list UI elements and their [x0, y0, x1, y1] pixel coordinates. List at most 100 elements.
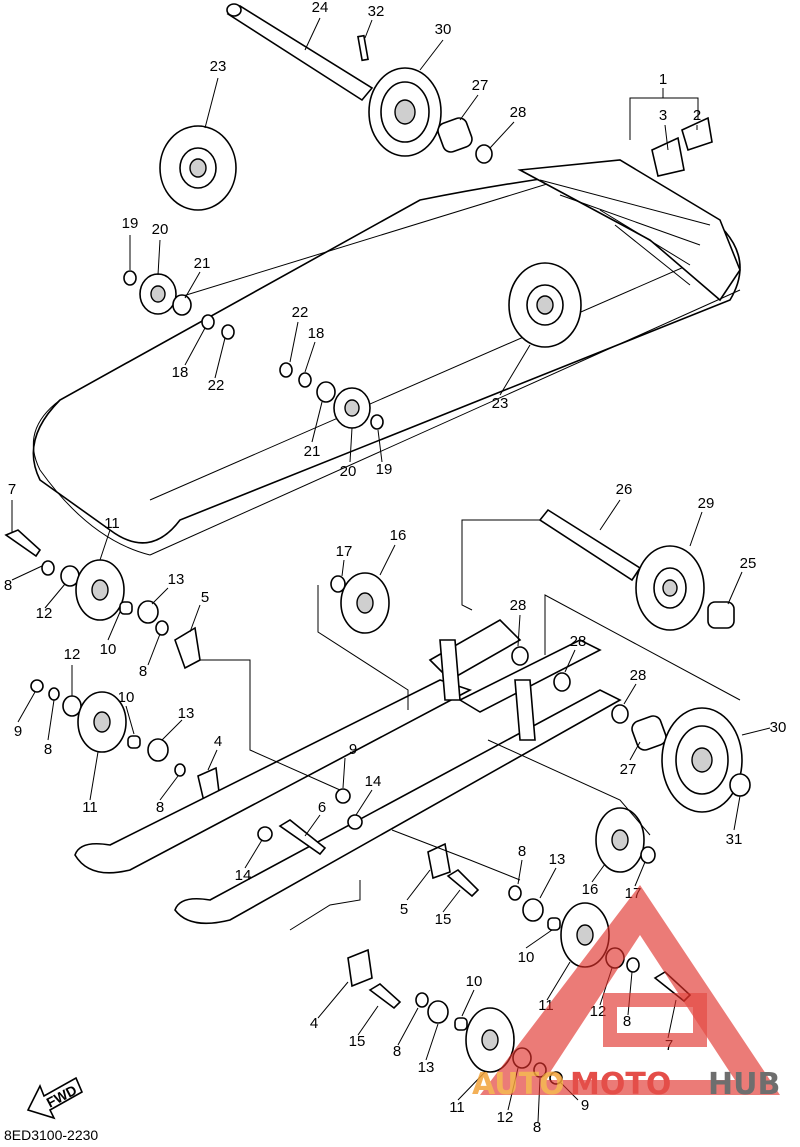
callout-9: 9: [349, 741, 357, 758]
callout-10: 10: [118, 689, 135, 706]
callout-22: 22: [208, 377, 225, 394]
callout-14: 14: [365, 773, 382, 790]
part-nut-14-right: [347, 814, 363, 830]
callout-8: 8: [4, 577, 12, 594]
callout-8: 8: [533, 1119, 541, 1136]
part-washer-8-left-mid: [155, 620, 169, 636]
part-wheel-16-right: [595, 807, 645, 873]
part-wheel-11-left-low: [77, 691, 127, 753]
callout-10: 10: [518, 949, 535, 966]
part-collar-13-lower: [427, 1000, 449, 1024]
part-collar-25: [707, 601, 735, 629]
watermark-text-hub: HUB: [708, 1067, 780, 1102]
callout-7: 7: [8, 481, 16, 498]
callout-23: 23: [210, 58, 227, 75]
callout-27: 27: [620, 761, 637, 778]
part-washer-19-center: [370, 414, 384, 430]
callout-3: 3: [659, 107, 667, 124]
callout-30: 30: [770, 719, 787, 736]
callout-11: 11: [449, 1099, 465, 1116]
callout-23: 23: [492, 395, 509, 412]
part-washer-17-left: [330, 575, 346, 593]
callout-13: 13: [178, 705, 195, 722]
callout-22: 22: [292, 304, 309, 321]
callout-labels: 1 2 3 4 4 5 5 6 7 7 8 8 8 8 8 8 8 8 9 9 …: [4, 0, 787, 1136]
part-pin-32: [357, 34, 369, 62]
part-nut-9-left: [30, 679, 44, 693]
callout-20: 20: [152, 221, 169, 238]
callout-5: 5: [201, 589, 209, 606]
callout-8: 8: [156, 799, 164, 816]
callout-8: 8: [139, 663, 147, 680]
part-bracket-4-center: [347, 948, 373, 988]
part-wheel-30-low: [661, 707, 743, 813]
part-nut-9-center: [335, 788, 351, 804]
part-bolt-15-lower: [368, 983, 402, 1010]
part-wheel-30-top: [368, 67, 442, 157]
part-wheel-11-lower: [465, 1007, 515, 1073]
callout-8: 8: [623, 1013, 631, 1030]
part-clip-2: [681, 116, 713, 152]
part-nut-14-left: [257, 826, 273, 842]
callout-2: 2: [693, 107, 701, 124]
part-wheel-16-left: [340, 572, 390, 634]
diagram-code: 8ED3100-2230: [4, 1127, 98, 1143]
part-bracket-5-center: [427, 842, 451, 880]
part-washer-18-left: [201, 314, 215, 330]
callout-8: 8: [393, 1043, 401, 1060]
callout-28: 28: [510, 597, 527, 614]
callout-12: 12: [497, 1109, 514, 1126]
part-washer-28-a: [511, 646, 529, 666]
callout-16: 16: [582, 881, 599, 898]
callout-14: 14: [235, 867, 252, 884]
watermark-logo: AUTO MOTO HUB: [472, 885, 780, 1102]
part-washer-22-left: [221, 324, 235, 340]
part-bolt-6: [278, 819, 327, 856]
part-wheel-23-center: [508, 262, 582, 348]
part-washer-22-center: [279, 362, 293, 378]
callout-19: 19: [122, 215, 139, 232]
callout-31: 31: [726, 831, 743, 848]
part-bolt-7-left: [4, 529, 42, 558]
part-bracket-5-left: [174, 626, 201, 670]
callout-4: 4: [310, 1015, 318, 1032]
callout-12: 12: [36, 605, 53, 622]
callout-10: 10: [100, 641, 117, 658]
part-spacer-10-left-low: [127, 735, 141, 749]
callout-4: 4: [214, 733, 222, 750]
part-washer-8-left-low: [48, 687, 60, 701]
part-washer-18-center: [298, 372, 312, 388]
part-collar-13-left-low: [147, 738, 169, 762]
callout-6: 6: [318, 799, 326, 816]
callout-13: 13: [418, 1059, 435, 1076]
callout-18: 18: [308, 325, 325, 342]
callout-8: 8: [518, 843, 526, 860]
callout-32: 32: [368, 3, 385, 20]
callout-1: 1: [659, 71, 667, 88]
part-washer-8-left-top: [41, 560, 55, 576]
callout-8: 8: [44, 741, 52, 758]
part-clip-3: [651, 136, 685, 177]
callout-19: 19: [376, 461, 393, 478]
part-bearing-21-left: [172, 294, 192, 316]
part-wheel-23-top: [159, 125, 237, 211]
callout-28: 28: [630, 667, 647, 684]
part-spacer-10-right-top: [547, 917, 561, 931]
track-belt: [32, 159, 741, 556]
part-collar-13-left-top: [137, 600, 159, 624]
callout-12: 12: [64, 646, 81, 663]
callout-21: 21: [304, 443, 321, 460]
part-wheel-11-left-top: [75, 559, 125, 621]
callout-20: 20: [340, 463, 357, 480]
callout-12: 12: [590, 1003, 607, 1020]
callout-10: 10: [466, 973, 483, 990]
callout-17: 17: [336, 543, 353, 560]
callout-11: 11: [104, 515, 120, 532]
callout-5: 5: [400, 901, 408, 918]
part-spacer-10-left-top: [119, 601, 133, 615]
callout-28: 28: [510, 104, 527, 121]
callout-24: 24: [312, 0, 329, 16]
callout-9: 9: [14, 723, 22, 740]
callout-26: 26: [616, 481, 633, 498]
